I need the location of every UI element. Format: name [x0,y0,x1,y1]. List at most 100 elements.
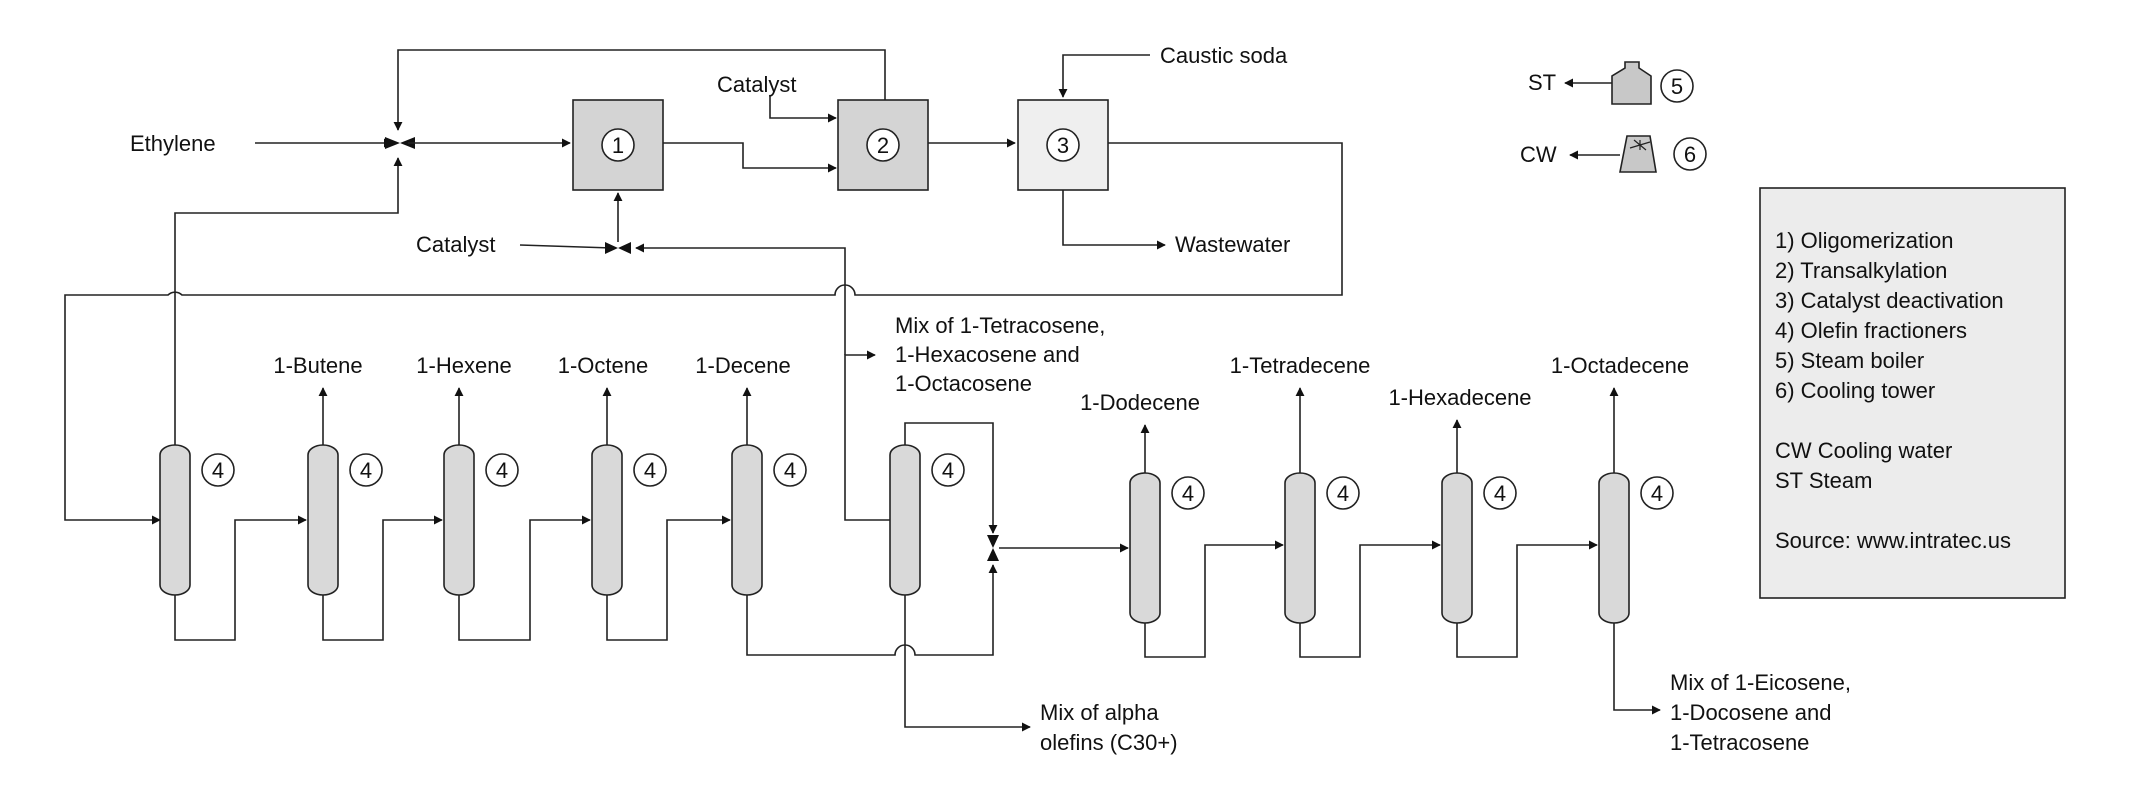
column-2-number-circle [349,453,383,487]
legend-source: Source: www.intratec.us [1775,528,2011,553]
steam-boiler-number-circle [1660,69,1694,103]
cooling-tower-number-circle [1673,137,1707,171]
butene-label: 1-Butene [273,353,362,378]
catalyst-top-label: Catalyst [717,72,796,97]
column-6-overhead-line [904,422,998,534]
caustic-soda-feed-line [1058,54,1150,98]
reactor-1-to-reactor-2-line [663,142,837,173]
column-5-number: 4 [784,458,796,483]
reactor-3-product-line [64,142,1343,525]
column-9 [1441,472,1473,624]
column-1-number-circle [201,453,235,487]
tetracosene-mix-label-1: Mix of 1-Tetracosene, [895,313,1105,338]
reactor-1-number-circle [601,128,635,162]
octadecene-label: 1-Octadecene [1551,353,1689,378]
reactor-3-number-circle [1046,128,1080,162]
eicosene-mix-output-line [1613,623,1661,715]
legend-background [1759,187,2066,599]
hexadecene-label: 1-Hexadecene [1388,385,1531,410]
tetradecene-label: 1-Tetradecene [1230,353,1371,378]
column-5 [731,444,763,596]
legend-item-4: 4) Olefin fractioners [1775,318,1967,343]
reactor-3-number: 3 [1057,133,1069,158]
tetracosene-mix-output-line [844,350,890,521]
steam-boiler-number: 5 [1671,74,1683,99]
steam-label: ST [1528,70,1556,95]
column-6 [889,444,921,596]
fractionation-section: 4 1-Butene 4 1-Hexene 4 1-Octene 4 1-Dec… [159,313,1851,755]
column-2 [307,444,339,596]
column-3 [443,444,475,596]
tetracosene-mix-label-3: 1-Octacosene [895,371,1032,396]
column-5-bottoms-line [746,564,998,656]
column-7-bottoms-line [1144,540,1284,658]
column-5-number-circle [773,453,807,487]
eicosene-mix-label-2: 1-Docosene and [1670,700,1831,725]
column-3-bottoms-line [458,515,591,641]
column-10 [1598,472,1630,624]
steam-boiler-icon [1611,61,1652,105]
column-1-bottoms-line [174,515,307,641]
octene-label: 1-Octene [558,353,649,378]
legend-item-1: 1) Oligomerization [1775,228,1954,253]
decene-label: 1-Decene [695,353,790,378]
column-4 [591,444,623,596]
legend-abbrev-cw: CW Cooling water [1775,438,1952,463]
column-1 [159,444,191,596]
wastewater-label: Wastewater [1175,232,1290,257]
eicosene-mix-label-3: 1-Tetracosene [1670,730,1809,755]
column-7 [1129,472,1161,624]
column-4-number-circle [633,453,667,487]
catalyst-feed-reactor-2-line [769,96,837,123]
column-8-number: 4 [1337,481,1349,506]
column-4-bottoms-line [606,515,731,641]
recycle-from-reactor-2-line [393,49,886,131]
alpha-mix-label-2: olefins (C30+) [1040,730,1178,755]
catalyst-feed-middle-line [519,244,613,249]
reaction-section: 1 Catalyst 2 Caustic soda 3 Wastewater C… [64,43,1343,525]
catalyst-mixer-icon [605,242,631,254]
column-10-number-circle [1640,476,1674,510]
column-8-number-circle [1326,476,1360,510]
hexene-label: 1-Hexene [416,353,511,378]
legend-item-6: 6) Cooling tower [1775,378,1935,403]
column-2-number: 4 [360,458,372,483]
wastewater-line [1062,190,1166,250]
cooling-water-label: CW [1520,142,1557,167]
cooling-tower-fan-icon [1629,139,1651,151]
utilities-section: ST 5 CW 6 [1520,61,1707,173]
cooling-tower-icon [1619,135,1657,173]
column-9-bottoms-line [1456,540,1598,658]
column-6-number: 4 [942,458,954,483]
column-8-bottoms-line [1299,540,1441,658]
legend-abbrev-st: ST Steam [1775,468,1872,493]
column-3-number: 4 [496,458,508,483]
cooling-tower-number: 6 [1684,142,1696,167]
column-9-number-circle [1483,476,1517,510]
catalyst-mid-label: Catalyst [416,232,495,257]
column-9-number: 4 [1494,481,1506,506]
reactor-1-number: 1 [612,133,624,158]
column-2-bottoms-line [322,515,443,641]
ethylene-mixer-icon [385,137,415,149]
column-1-number: 4 [212,458,224,483]
alpha-olefins-output-line [904,595,1031,732]
column-3-number-circle [485,453,519,487]
column-4-number: 4 [644,458,656,483]
column-7-number-circle [1171,476,1205,510]
tetracosene-mix-label-2: 1-Hexacosene and [895,342,1080,367]
legend-item-5: 5) Steam boiler [1775,348,1924,373]
column-6-number-circle [931,453,965,487]
caustic-soda-label: Caustic soda [1160,43,1288,68]
legend-item-3: 3) Catalyst deactivation [1775,288,2004,313]
column-10-number: 4 [1651,481,1663,506]
heavy-mixer-icon [987,535,999,561]
reactor-2-number: 2 [877,133,889,158]
legend-box: 1) Oligomerization 2) Transalkylation 3)… [1759,187,2066,599]
alpha-mix-label-1: Mix of alpha [1040,700,1159,725]
column-7-number: 4 [1182,481,1194,506]
recycle-from-column-1-line [174,157,403,428]
column-8 [1284,472,1316,624]
column-6-recycle-line [635,243,846,355]
